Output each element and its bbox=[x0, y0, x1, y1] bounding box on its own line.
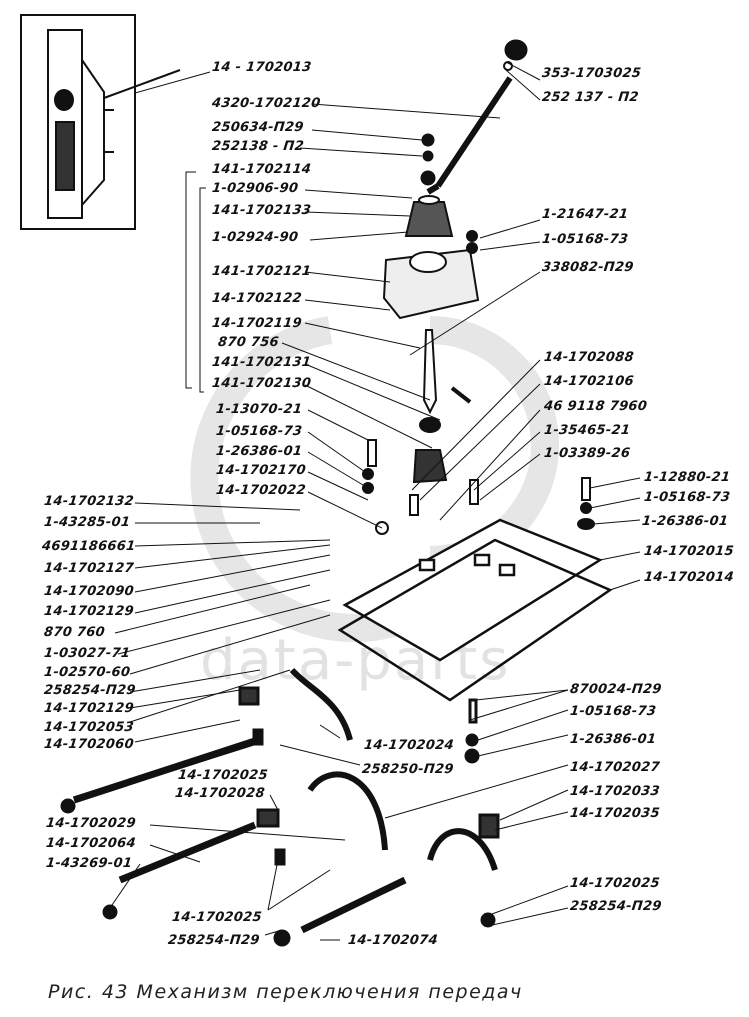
label-cover-fastener: 1-05168-73 bbox=[541, 232, 629, 247]
label-group-item: 141-1702130 bbox=[211, 376, 312, 391]
label-lower-left: 14-1702029 bbox=[45, 816, 137, 831]
label-cover-fastener: 338082-П29 bbox=[541, 260, 635, 275]
label-lower-right: 14-1702027 bbox=[569, 760, 661, 775]
label-group-item: 14-1702122 bbox=[211, 291, 303, 306]
label-left-column: 14-1702060 bbox=[43, 737, 135, 752]
label-left-bolt: 1-05168-73 bbox=[215, 424, 303, 439]
label-right-upper: 46 9118 7960 bbox=[543, 399, 648, 414]
label-lower-right: 14-1702033 bbox=[569, 784, 661, 799]
center-shaft-parts bbox=[362, 329, 479, 535]
label-middle: 14-1702028 bbox=[174, 786, 266, 801]
shift-lever bbox=[420, 39, 528, 195]
label-middle: 14-1702024 bbox=[363, 738, 455, 753]
label-left-column: 1-02570-60 bbox=[43, 665, 131, 680]
label-left-column: 1-03027-71 bbox=[43, 646, 131, 661]
label-bottom-right: 14-1702025 bbox=[569, 876, 661, 891]
label-left-column: 258254-П29 bbox=[43, 683, 137, 698]
label-left-bolt: 1-13070-21 bbox=[215, 402, 303, 417]
label-left-column: 4691186661 bbox=[41, 539, 137, 554]
label-left-column: 14-1702129 bbox=[43, 604, 135, 619]
label-right-bolt: 1-26386-01 bbox=[641, 514, 729, 529]
label-right-upper: 14-1702106 bbox=[543, 374, 635, 389]
label-left-column: 14-1702129 bbox=[43, 701, 135, 716]
lever-boot bbox=[404, 195, 454, 237]
label-right-upper: 1-35465-21 bbox=[543, 423, 631, 438]
shift-forks-and-rails bbox=[60, 667, 500, 947]
figure-caption: Рис. 43 Механизм переключения передач bbox=[48, 981, 523, 1003]
label-bottom: 14-1702025 bbox=[171, 910, 263, 925]
label-left-bolt: 14-1702022 bbox=[215, 483, 307, 498]
label-lower-right: 1-26386-01 bbox=[569, 732, 657, 747]
label-knob-pin: 252 137 - П2 bbox=[541, 90, 640, 105]
label-lower-right: 870024-П29 bbox=[569, 682, 663, 697]
label-right-upper: 14-1702088 bbox=[543, 350, 635, 365]
label-middle: 14-1702025 bbox=[177, 768, 269, 783]
label-lower-right: 1-05168-73 bbox=[569, 704, 657, 719]
label-group-item: 141-1702131 bbox=[211, 355, 312, 370]
label-right-bolt: 1-05168-73 bbox=[643, 490, 731, 505]
label-middle: 258250-П29 bbox=[361, 762, 455, 777]
label-left-column: 14-1702090 bbox=[43, 584, 135, 599]
label-shift-lever: 4320-1702120 bbox=[211, 96, 322, 111]
label-lower-right: 14-1702035 bbox=[569, 806, 661, 821]
label-lower-left: 14-1702064 bbox=[45, 836, 137, 851]
label-inset: 14 - 1702013 bbox=[211, 60, 313, 75]
gearbox-plate bbox=[337, 518, 613, 702]
label-bottom: 258254-П29 bbox=[167, 933, 261, 948]
leader-lines bbox=[109, 61, 641, 941]
label-bottom: 14-1702074 bbox=[347, 933, 439, 948]
label-lever-part: 252138 - П2 bbox=[211, 139, 305, 154]
cover-housing bbox=[382, 230, 480, 320]
label-left-column: 14-1702132 bbox=[43, 494, 135, 509]
label-group-item: 141-1702133 bbox=[211, 203, 312, 218]
label-left-column: 14-1702127 bbox=[43, 561, 135, 576]
label-group-item: 14-1702119 bbox=[211, 316, 303, 331]
right-bolt-stack bbox=[577, 477, 595, 530]
label-right-bolt: 14-1702014 bbox=[643, 570, 735, 585]
label-group: 141-1702114 bbox=[211, 162, 312, 177]
label-left-bolt: 1-26386-01 bbox=[215, 444, 303, 459]
inset-frame bbox=[20, 14, 136, 230]
label-group-item: 141-1702121 bbox=[211, 264, 312, 279]
label-cover-fastener: 1-21647-21 bbox=[541, 207, 629, 222]
label-group-item: 1-02906-90 bbox=[211, 181, 299, 196]
label-left-column: 14-1702053 bbox=[43, 720, 135, 735]
label-right-bolt: 14-1702015 bbox=[643, 544, 735, 559]
label-bottom-right: 258254-П29 bbox=[569, 899, 663, 914]
label-lower-left: 1-43269-01 bbox=[45, 856, 133, 871]
label-right-upper: 1-03389-26 bbox=[543, 446, 631, 461]
label-group-item: 1-02924-90 bbox=[211, 230, 299, 245]
label-knob: 353-1703025 bbox=[541, 66, 642, 81]
label-right-bolt: 1-12880-21 bbox=[643, 470, 731, 485]
label-group-item: 870 756 bbox=[217, 335, 280, 350]
label-left-bolt: 14-1702170 bbox=[215, 463, 307, 478]
label-lever-part: 250634-П29 bbox=[211, 120, 305, 135]
label-left-column: 870 760 bbox=[43, 625, 106, 640]
label-left-column: 1-43285-01 bbox=[43, 515, 131, 530]
